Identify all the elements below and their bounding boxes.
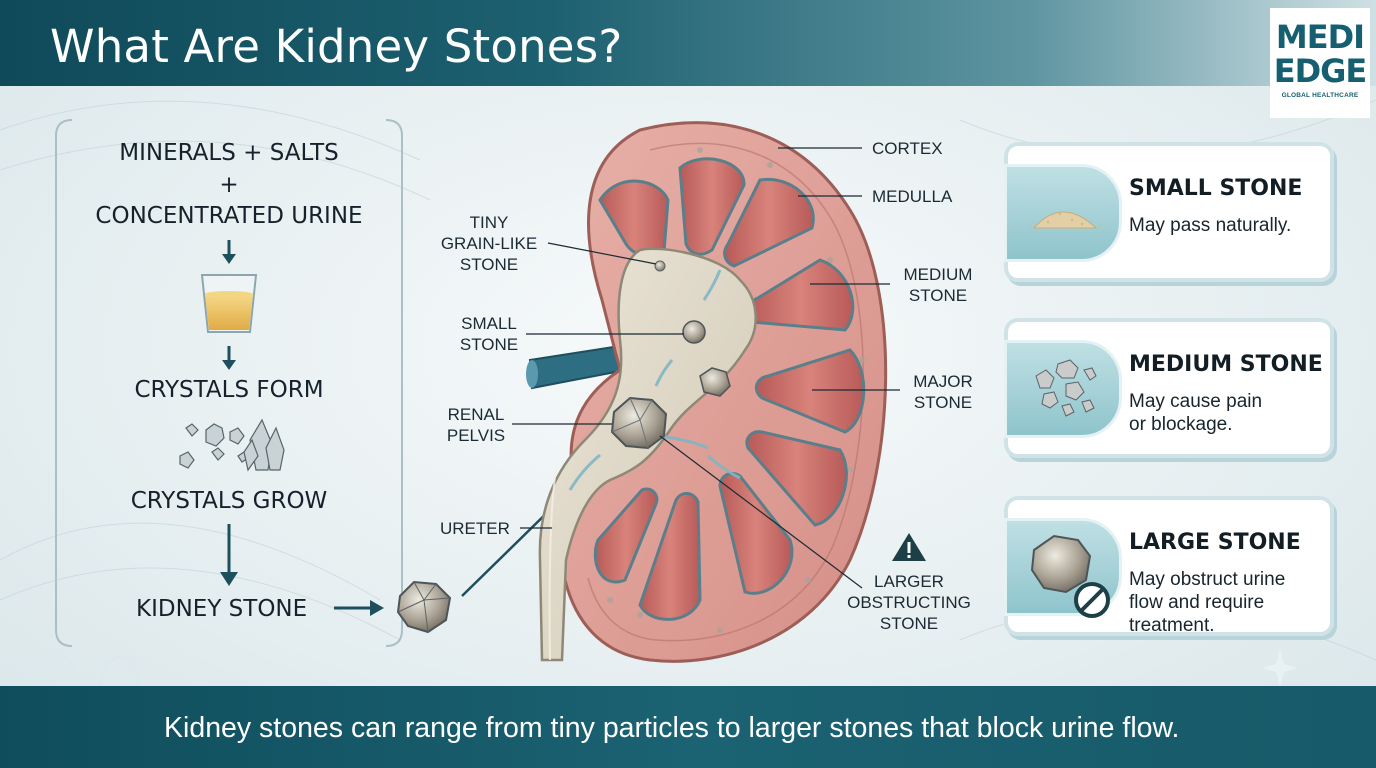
card-large-desc-line-1: May obstruct urine <box>1129 569 1286 590</box>
urine-glass-icon <box>200 274 258 333</box>
medium-stone-marker <box>699 367 731 397</box>
card-large-title: LARGE STONE <box>1129 530 1301 555</box>
label-renal-pelvis: RENAL PELVIS <box>436 404 516 446</box>
card-small-title: SMALL STONE <box>1129 176 1303 201</box>
flow-arrows <box>220 240 384 616</box>
card-medium-desc: May cause pain or blockage. <box>1129 390 1262 436</box>
crystals-form-icon <box>179 418 285 472</box>
card-medium-desc-line-2: or blockage. <box>1129 414 1233 435</box>
label-medium-stone: MEDIUM STONE <box>890 264 986 306</box>
label-tiny-stone: TINY GRAIN-LIKE STONE <box>430 212 548 275</box>
larger-stone-marker <box>610 396 668 450</box>
logo-tagline: GLOBAL HEALTHCARE <box>1281 92 1359 99</box>
card-large-stone: LARGE STONE May obstruct urine flow and … <box>1004 496 1334 636</box>
label-cortex: CORTEX <box>872 139 943 158</box>
card-small-desc-line-1: May pass naturally. <box>1129 215 1292 236</box>
label-medium-stone-line-1: MEDIUM <box>903 265 973 284</box>
kidney-stone-icon <box>396 580 452 634</box>
footer-bar <box>0 686 1376 768</box>
label-medium-stone-line-2: STONE <box>908 286 968 305</box>
renal-pelvis-shape <box>538 247 757 662</box>
card-large-desc-line-2: flow and require <box>1129 592 1265 613</box>
card-medium-icon-tab <box>1004 340 1122 438</box>
sparkle-icon <box>1262 648 1298 688</box>
label-larger-stone-line-2: OBSTRUCTING <box>847 593 971 612</box>
header-bar <box>0 0 1376 86</box>
urine-flow-arrows <box>568 269 741 491</box>
process-bracket <box>55 119 403 647</box>
step-minerals-salts: MINERALS + SALTS <box>119 140 339 166</box>
card-medium-title: MEDIUM STONE <box>1129 352 1323 377</box>
label-small-stone-line-2: STONE <box>459 335 519 354</box>
label-tiny-stone-line-3: STONE <box>459 255 519 274</box>
medium-stones-icon <box>1035 359 1097 417</box>
card-small-stone: SMALL STONE May pass naturally. <box>1004 142 1334 282</box>
label-major-stone: MAJOR STONE <box>898 371 988 413</box>
label-small-stone: SMALL STONE <box>448 313 530 355</box>
card-medium-desc-line-1: May cause pain <box>1129 391 1263 412</box>
label-medulla: MEDULLA <box>872 187 953 206</box>
label-larger-stone-line-3: STONE <box>879 614 939 633</box>
step-concentrated-urine: CONCENTRATED URINE <box>95 203 363 229</box>
label-tiny-stone-line-1: TINY <box>469 213 509 232</box>
logo-line-2: EDGE <box>1273 52 1368 90</box>
step-plus: + <box>219 172 239 198</box>
brand-logo: MEDI EDGE GLOBAL HEALTHCARE <box>1270 8 1370 118</box>
card-medium-stone: MEDIUM STONE May cause pain or blockage. <box>1004 318 1334 458</box>
label-leader-lines <box>512 147 900 589</box>
label-small-stone-line-1: SMALL <box>461 314 517 333</box>
card-large-desc: May obstruct urine flow and require trea… <box>1129 568 1285 637</box>
no-entry-icon <box>1074 582 1110 618</box>
label-larger-stone: LARGER OBSTRUCTING STONE <box>836 571 982 634</box>
label-larger-stone-line-1: LARGER <box>874 572 944 591</box>
tiny-stone-marker <box>654 260 666 272</box>
label-ureter: URETER <box>440 519 510 538</box>
warning-icon <box>892 533 926 561</box>
step-kidney-stone: KIDNEY STONE <box>136 596 308 622</box>
label-tiny-stone-line-2: GRAIN-LIKE <box>440 234 538 253</box>
card-small-desc: May pass naturally. <box>1129 214 1291 237</box>
card-large-desc-line-3: treatment. <box>1129 615 1215 636</box>
label-major-stone-line-1: MAJOR <box>913 372 973 391</box>
footer-caption: Kidney stones can range from tiny partic… <box>164 712 1180 744</box>
medulla-pyramids <box>593 157 866 621</box>
logo-line-1: MEDI <box>1275 18 1365 56</box>
label-renal-pelvis-line-1: RENAL <box>447 405 505 424</box>
label-major-stone-line-2: STONE <box>913 393 973 412</box>
small-stone-marker <box>682 320 706 344</box>
step-crystals-form: CRYSTALS FORM <box>134 377 324 403</box>
sand-pile-icon <box>1029 211 1101 229</box>
page-title: What Are Kidney Stones? <box>50 20 623 73</box>
large-stone-icon <box>1030 534 1092 594</box>
step-crystals-grow: CRYSTALS GROW <box>130 488 328 514</box>
label-renal-pelvis-line-2: PELVIS <box>446 426 506 445</box>
